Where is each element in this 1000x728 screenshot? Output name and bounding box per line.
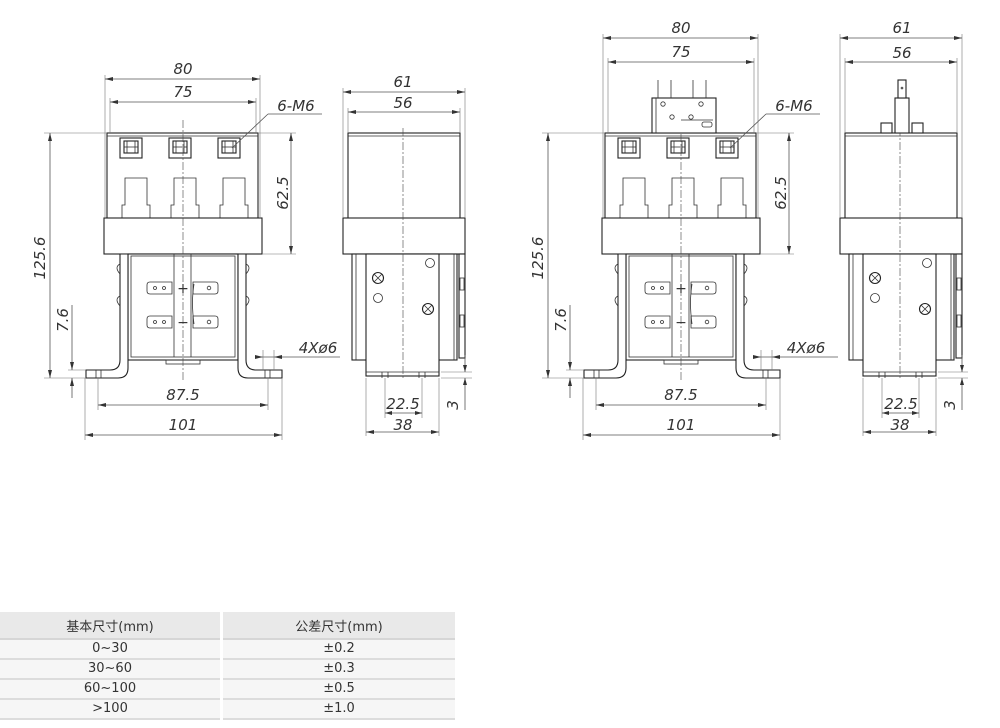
table-row: 30~60 ±0.3 <box>0 659 455 680</box>
dim-height-125-6: 125.6 <box>31 237 49 280</box>
dim-foot-height-7-6: 7.6 <box>54 308 72 332</box>
dim-width-80: 80 <box>671 19 690 37</box>
dim-hole-spacing-87-5: 87.5 <box>664 386 697 404</box>
tolerance-table: 基本尺寸(mm) 公差尺寸(mm) 0~30 ±0.2 30~60 ±0.3 6… <box>0 612 455 720</box>
tolerance-cell: ±0.3 <box>220 659 455 680</box>
dim-height-62-5: 62.5 <box>772 176 790 209</box>
dim-foot-width-38: 38 <box>890 416 909 434</box>
dim-width-75: 75 <box>173 83 192 101</box>
side-view-left: 61 56 22.5 38 3 <box>342 73 472 436</box>
dim-width-61: 61 <box>892 19 911 37</box>
dim-foot-width-38: 38 <box>393 416 412 434</box>
tolerance-cell: ±0.5 <box>220 679 455 700</box>
dim-width-75: 75 <box>671 43 690 61</box>
coil-minus-symbol: − <box>177 315 189 331</box>
header-basic-size: 基本尺寸(mm) <box>0 612 222 640</box>
dim-hole-spacing-22-5: 22.5 <box>884 395 917 413</box>
dim-foot-thickness-3: 3 <box>444 400 462 410</box>
dim-width-56: 56 <box>393 94 412 112</box>
dim-hole-spacing-22-5: 22.5 <box>386 395 419 413</box>
basic-size-cell: 30~60 <box>0 659 222 680</box>
dim-hole-spacing-87-5: 87.5 <box>166 386 199 404</box>
table-row: 60~100 ±0.5 <box>0 679 455 700</box>
coil-plus-symbol: + <box>675 281 687 297</box>
coil-minus-symbol: − <box>675 315 687 331</box>
basic-size-cell: 0~30 <box>0 639 222 660</box>
front-view-right: 80 75 6-M6 62.5 125.6 7.6 4Xø6 87.5 <box>529 19 838 440</box>
note-mounting-holes: 4Xø6 <box>787 339 826 357</box>
note-mounting-holes: 4Xø6 <box>299 339 338 357</box>
tolerance-cell: ±1.0 <box>220 699 455 720</box>
dim-height-62-5: 62.5 <box>274 176 292 209</box>
side-view-right: 61 56 22.5 38 3 <box>839 19 968 436</box>
dim-foot-width-101: 101 <box>667 416 696 434</box>
dim-foot-thickness-3: 3 <box>941 400 959 410</box>
dim-width-56: 56 <box>892 44 911 62</box>
note-terminal-thread: 6-M6 <box>775 97 812 115</box>
coil-plus-symbol: + <box>177 281 189 297</box>
front-view-left: 80 75 6-M6 62.5 125.6 7.6 4Xø6 <box>31 60 340 440</box>
dim-width-61: 61 <box>393 73 412 91</box>
header-tolerance: 公差尺寸(mm) <box>220 612 455 640</box>
dim-width-80: 80 <box>173 60 192 78</box>
dim-foot-height-7-6: 7.6 <box>552 308 570 332</box>
table-row: 0~30 ±0.2 <box>0 639 455 660</box>
dimension-drawing: 80 75 6-M6 62.5 125.6 7.6 4Xø6 <box>31 19 968 440</box>
tolerance-cell: ±0.2 <box>220 639 455 660</box>
basic-size-cell: 60~100 <box>0 679 222 700</box>
table-row: >100 ±1.0 <box>0 699 455 720</box>
table-header-row: 基本尺寸(mm) 公差尺寸(mm) <box>0 612 455 640</box>
dim-foot-width-101: 101 <box>169 416 198 434</box>
note-terminal-thread: 6-M6 <box>277 97 314 115</box>
basic-size-cell: >100 <box>0 699 222 720</box>
dim-height-125-6: 125.6 <box>529 237 547 280</box>
